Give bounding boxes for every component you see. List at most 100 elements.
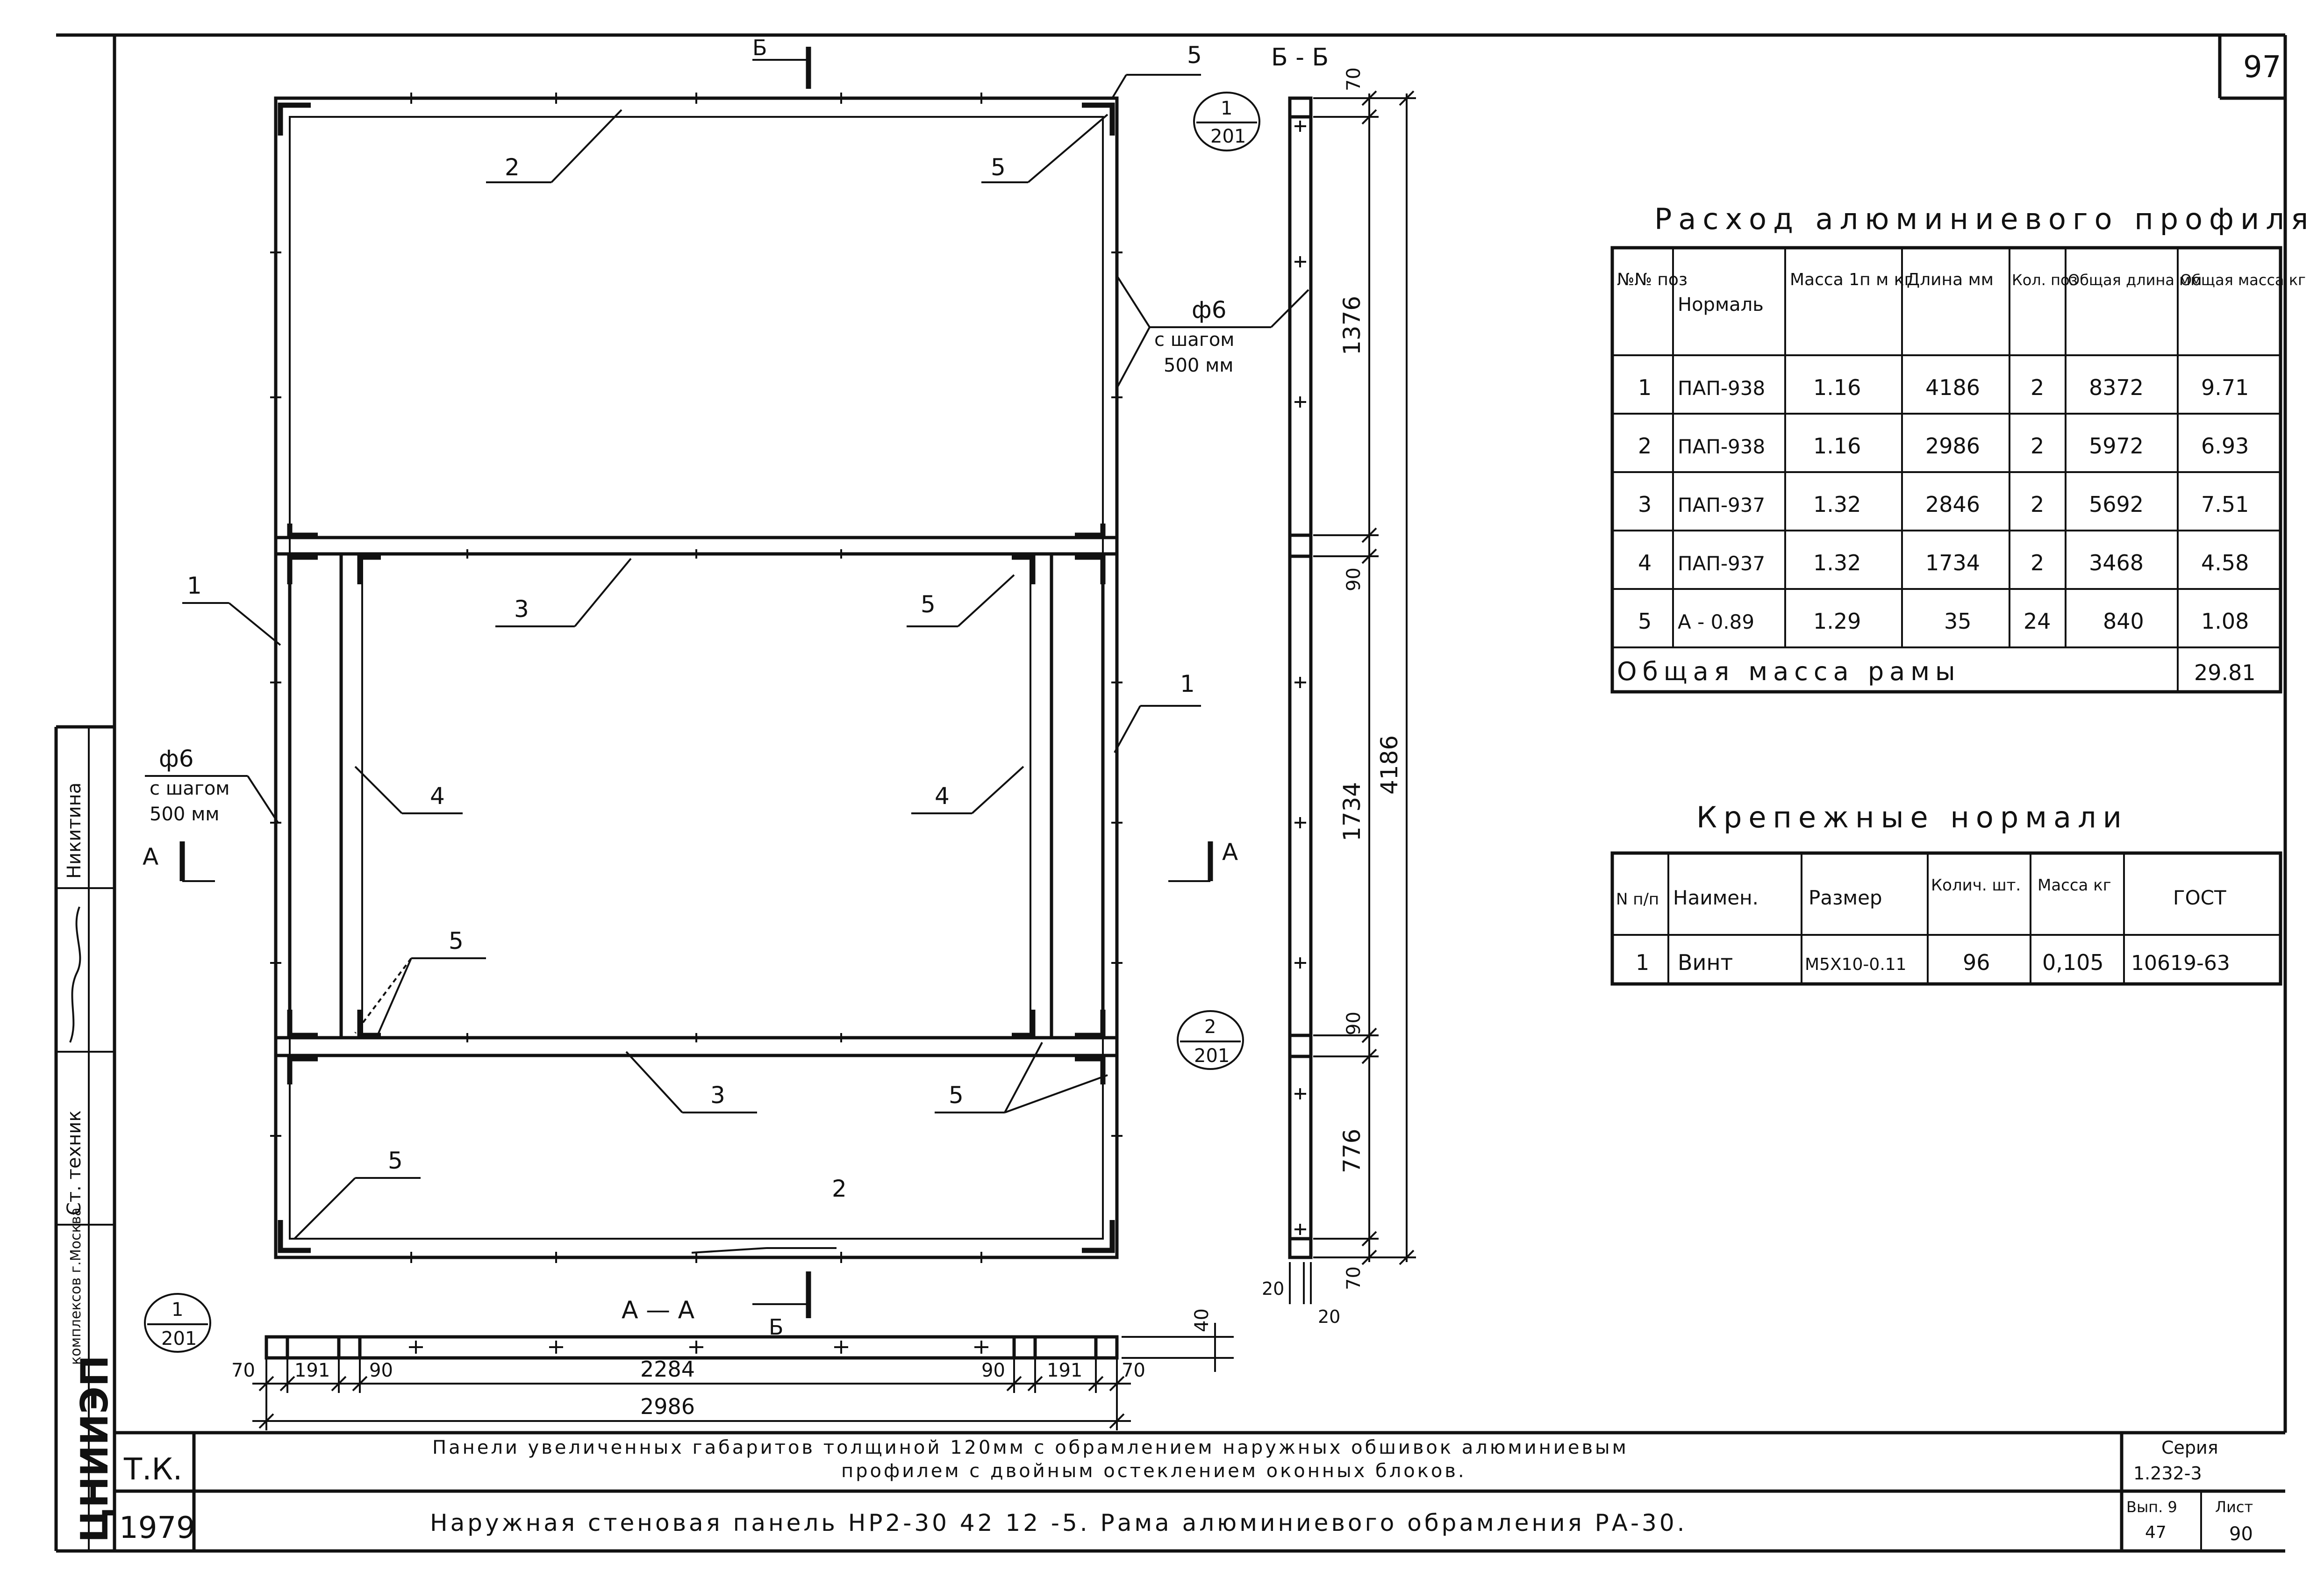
svg-text:5972: 5972 <box>2089 433 2144 459</box>
svg-text:2: 2 <box>1638 433 1652 459</box>
pos5-bottom: 5 <box>388 1147 403 1174</box>
detail-ref-2: 2 201 <box>1177 1010 1244 1070</box>
issue-value: 47 <box>2145 1523 2167 1542</box>
svg-text:1: 1 <box>1221 98 1232 119</box>
svg-text:1.16: 1.16 <box>1813 375 1861 400</box>
svg-text:2986: 2986 <box>1925 433 1980 459</box>
title-line1: Панели увеличенных габаритов толщиной 12… <box>432 1437 1629 1458</box>
pos5-mid: 5 <box>921 591 936 618</box>
total-mass-value: 29.81 <box>2194 660 2256 685</box>
stamp-role: Ст. техник <box>64 1110 85 1215</box>
stamp-org: ЦНИИЭП <box>73 1355 116 1543</box>
series-value: 1.232-3 <box>2133 1463 2202 1484</box>
svg-text:24: 24 <box>2024 609 2051 634</box>
detail-ref-1-bottom: 1 201 <box>144 1293 211 1353</box>
year-label: 1979 <box>119 1511 195 1545</box>
svg-text:3: 3 <box>1638 492 1652 517</box>
pos2-top: 2 <box>505 154 520 181</box>
tk-label: Т.К. <box>123 1452 182 1487</box>
svg-text:2: 2 <box>1204 1016 1216 1038</box>
svg-text:9.71: 9.71 <box>2201 375 2249 400</box>
fastener-table: Крепежные нормали N п/п Наимен. Размер К… <box>1610 800 2282 986</box>
svg-text:3468: 3468 <box>2089 550 2144 575</box>
svg-text:776: 776 <box>1338 1129 1366 1173</box>
svg-text:1.29: 1.29 <box>1813 609 1861 634</box>
svg-text:4: 4 <box>1638 550 1652 575</box>
svg-text:8372: 8372 <box>2089 375 2144 400</box>
fth-mass: Масса кг <box>2038 876 2111 895</box>
svg-text:70: 70 <box>1343 67 1365 91</box>
svg-text:70: 70 <box>1122 1360 1145 1381</box>
svg-text:5: 5 <box>1638 609 1652 634</box>
title-line2: профилем с двойным остеклением оконных б… <box>841 1460 1466 1482</box>
table-row: 3 ПАП-937 1.32 2846 2 5692 7.51 <box>1638 492 2249 517</box>
side-stamp: Никитина Ст. техник комплексов г.Москва … <box>54 725 116 1551</box>
svg-text:1.32: 1.32 <box>1813 550 1861 575</box>
section-b-b-label: Б - Б <box>1271 43 1329 72</box>
signature <box>69 906 81 1043</box>
pos3-mid: 3 <box>514 596 529 623</box>
svg-text:201: 201 <box>161 1328 197 1349</box>
svg-text:0,105: 0,105 <box>2042 950 2104 975</box>
svg-text:20: 20 <box>1318 1306 1340 1327</box>
bolt-pitch-left: с шагом <box>150 778 229 799</box>
table-row: 1 ПАП-938 1.16 4186 2 8372 9.71 <box>1638 375 2249 400</box>
profile-table: Расход алюминиевого профиля №№ поз Норма… <box>1610 202 2308 694</box>
pos1-left: 1 <box>187 572 202 599</box>
svg-text:96: 96 <box>1963 950 1990 975</box>
fth-name: Наимен. <box>1673 886 1759 909</box>
sheet-frame: 97 <box>56 33 2287 1553</box>
series-label: Серия <box>2161 1437 2218 1458</box>
issue-label: Вып. 9 <box>2126 1498 2177 1516</box>
svg-text:6.93: 6.93 <box>2201 433 2249 459</box>
section-a-a: A — A 40 <box>231 1296 1234 1430</box>
sheet-label: Лист <box>2215 1498 2253 1516</box>
th-mass1: Масса 1п м кг <box>1790 270 1913 289</box>
svg-text:1: 1 <box>172 1299 183 1321</box>
total-mass-label: Общая масса рамы <box>1617 657 1961 686</box>
svg-text:2986: 2986 <box>640 1394 695 1419</box>
svg-text:2284: 2284 <box>640 1357 695 1382</box>
section-a-a-label: A — A <box>622 1296 695 1324</box>
th-total-len: Общая длина мм <box>2068 271 2202 289</box>
svg-text:Винт: Винт <box>1678 950 1733 975</box>
cut-a-left: A <box>143 843 158 870</box>
stamp-name: Никитина <box>64 782 85 879</box>
svg-text:40: 40 <box>1191 1308 1213 1332</box>
bolt-dia-left: ф6 <box>159 745 194 772</box>
section-b-b: Б - Б <box>1262 43 1416 1327</box>
table-row: 5 A - 0.89 1.29 35 24 840 1.08 <box>1638 609 2249 634</box>
fth-num: N п/п <box>1616 890 1659 909</box>
title-main: Наружная стеновая панель НР2-30 42 12 -5… <box>430 1509 1688 1536</box>
th-pos: №№ поз <box>1617 270 1688 289</box>
title-block: Т.К. 1979 Панели увеличенных габаритов т… <box>114 1431 2285 1553</box>
svg-text:1734: 1734 <box>1338 782 1366 841</box>
svg-text:1734: 1734 <box>1925 550 1980 575</box>
bolt-value-right: 500 мм <box>1164 355 1233 376</box>
pos5-corner: 5 <box>1187 42 1202 69</box>
svg-text:4186: 4186 <box>1925 375 1980 400</box>
table-row: 2 ПАП-938 1.16 2986 2 5972 6.93 <box>1638 433 2249 459</box>
svg-text:70: 70 <box>231 1360 255 1381</box>
svg-text:90: 90 <box>369 1360 393 1381</box>
fastener-table-title: Крепежные нормали <box>1696 800 2128 834</box>
bolt-value-left: 500 мм <box>150 804 219 825</box>
bolt-dia-right: ф6 <box>1192 296 1227 323</box>
pos5-lower-right: 5 <box>949 1082 964 1109</box>
svg-text:2: 2 <box>2031 492 2044 517</box>
svg-text:4.58: 4.58 <box>2201 550 2249 575</box>
pos5-top: 5 <box>991 154 1006 181</box>
fth-size: Размер <box>1809 886 1882 909</box>
th-total-mass: Общая масса кг <box>2180 271 2306 289</box>
stamp-org-sub: комплексов г.Москва <box>68 1207 84 1365</box>
sheet-value: 90 <box>2229 1523 2253 1545</box>
table-row: 4 ПАП-937 1.32 1734 2 3468 4.58 <box>1638 550 2249 575</box>
svg-text:840: 840 <box>2103 609 2144 634</box>
svg-text:2: 2 <box>2031 375 2044 400</box>
cut-a-right: A <box>1222 839 1238 866</box>
pos4-left: 4 <box>430 782 445 810</box>
svg-text:90: 90 <box>1343 567 1365 591</box>
bolt-note-left: ф6 с шагом 500 мм <box>145 745 279 825</box>
svg-text:35: 35 <box>1944 609 1972 634</box>
